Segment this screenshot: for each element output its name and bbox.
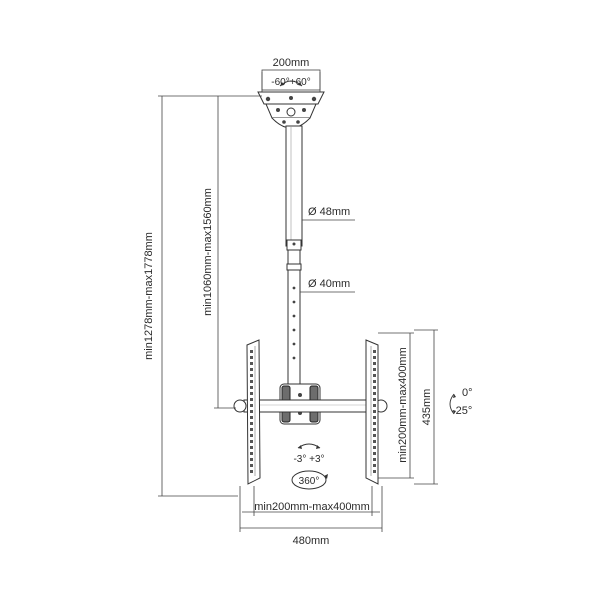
vesa-slot bbox=[373, 458, 376, 461]
vesa-slot bbox=[373, 362, 376, 365]
vesa-slot bbox=[373, 464, 376, 467]
vesa-slot bbox=[373, 386, 376, 389]
overall-height-label: min1278mm-max1778mm bbox=[143, 232, 155, 360]
left-vesa-arm bbox=[246, 339, 261, 485]
horizontal-bar bbox=[233, 399, 388, 413]
vesa-slot bbox=[373, 440, 376, 443]
vesa-slot bbox=[373, 434, 376, 437]
vesa-slot bbox=[250, 404, 253, 407]
vesa-slot bbox=[250, 362, 253, 365]
vesa-slot bbox=[250, 452, 253, 455]
vesa-slot bbox=[250, 458, 253, 461]
vesa-slot bbox=[373, 392, 376, 395]
pole-height-dimension bbox=[214, 96, 236, 409]
vesa-slot bbox=[250, 350, 253, 353]
vesa-slot bbox=[250, 440, 253, 443]
roll-arrow-icon bbox=[297, 443, 321, 449]
tilt-bottom-label: -25° bbox=[452, 405, 472, 417]
overall-width-label: 480mm bbox=[293, 535, 330, 547]
vesa-slot bbox=[250, 368, 253, 371]
vesa-slot bbox=[250, 416, 253, 419]
vesa-slot bbox=[250, 410, 253, 413]
vesa-horizontal-label: min200mm-max400mm bbox=[254, 501, 370, 513]
vesa-slot bbox=[373, 452, 376, 455]
vesa-slot bbox=[250, 398, 253, 401]
vesa-slot bbox=[373, 398, 376, 401]
tilt-arrow-icon bbox=[449, 393, 456, 415]
vesa-slot bbox=[373, 380, 376, 383]
vesa-slot bbox=[373, 446, 376, 449]
vesa-slot bbox=[373, 374, 376, 377]
inner-tube bbox=[286, 249, 302, 387]
rotation-label: 360° bbox=[299, 476, 320, 487]
vesa-vertical-dimension bbox=[378, 332, 414, 479]
vesa-slot bbox=[373, 368, 376, 371]
vesa-slot bbox=[373, 410, 376, 413]
pole-height-label: min1060mm-max1560mm bbox=[202, 188, 214, 316]
overall-width-dimension bbox=[239, 486, 383, 532]
vesa-slot bbox=[373, 416, 376, 419]
swivel-range-label: -60°+60° bbox=[271, 77, 310, 88]
bracket-height-label: 435mm bbox=[421, 389, 433, 426]
vesa-slot bbox=[250, 428, 253, 431]
overall-height-dimension bbox=[158, 95, 262, 497]
vesa-slot bbox=[250, 422, 253, 425]
vesa-slot bbox=[250, 470, 253, 473]
vesa-slot bbox=[373, 404, 376, 407]
vesa-slot bbox=[373, 356, 376, 359]
bracket-height-dimension bbox=[414, 329, 438, 485]
vesa-slot bbox=[250, 380, 253, 383]
vesa-slot bbox=[373, 350, 376, 353]
rotation-icon bbox=[291, 470, 328, 490]
right-vesa-arm bbox=[365, 339, 379, 485]
vesa-slot bbox=[373, 422, 376, 425]
vesa-slot bbox=[373, 428, 376, 431]
vesa-slot bbox=[250, 434, 253, 437]
outer-tube bbox=[285, 125, 303, 260]
vesa-slot bbox=[250, 374, 253, 377]
vesa-vertical-label: min200mm-max400mm bbox=[397, 347, 409, 463]
tilt-top-label: 0° bbox=[462, 387, 473, 399]
vesa-slot bbox=[250, 392, 253, 395]
vesa-slot bbox=[250, 386, 253, 389]
outer-tube-diameter-label: Ø 48mm bbox=[308, 206, 350, 218]
vesa-slot bbox=[250, 464, 253, 467]
top-plate-width-label: 200mm bbox=[273, 57, 310, 69]
swivel-arrow-icon bbox=[279, 80, 303, 87]
roll-range-label: -3° +3° bbox=[293, 454, 324, 465]
vesa-slot bbox=[250, 446, 253, 449]
vesa-horizontal-dimension bbox=[242, 486, 380, 516]
inner-tube-diameter-label: Ø 40mm bbox=[308, 278, 350, 290]
vesa-slot bbox=[373, 470, 376, 473]
vesa-slot bbox=[250, 356, 253, 359]
